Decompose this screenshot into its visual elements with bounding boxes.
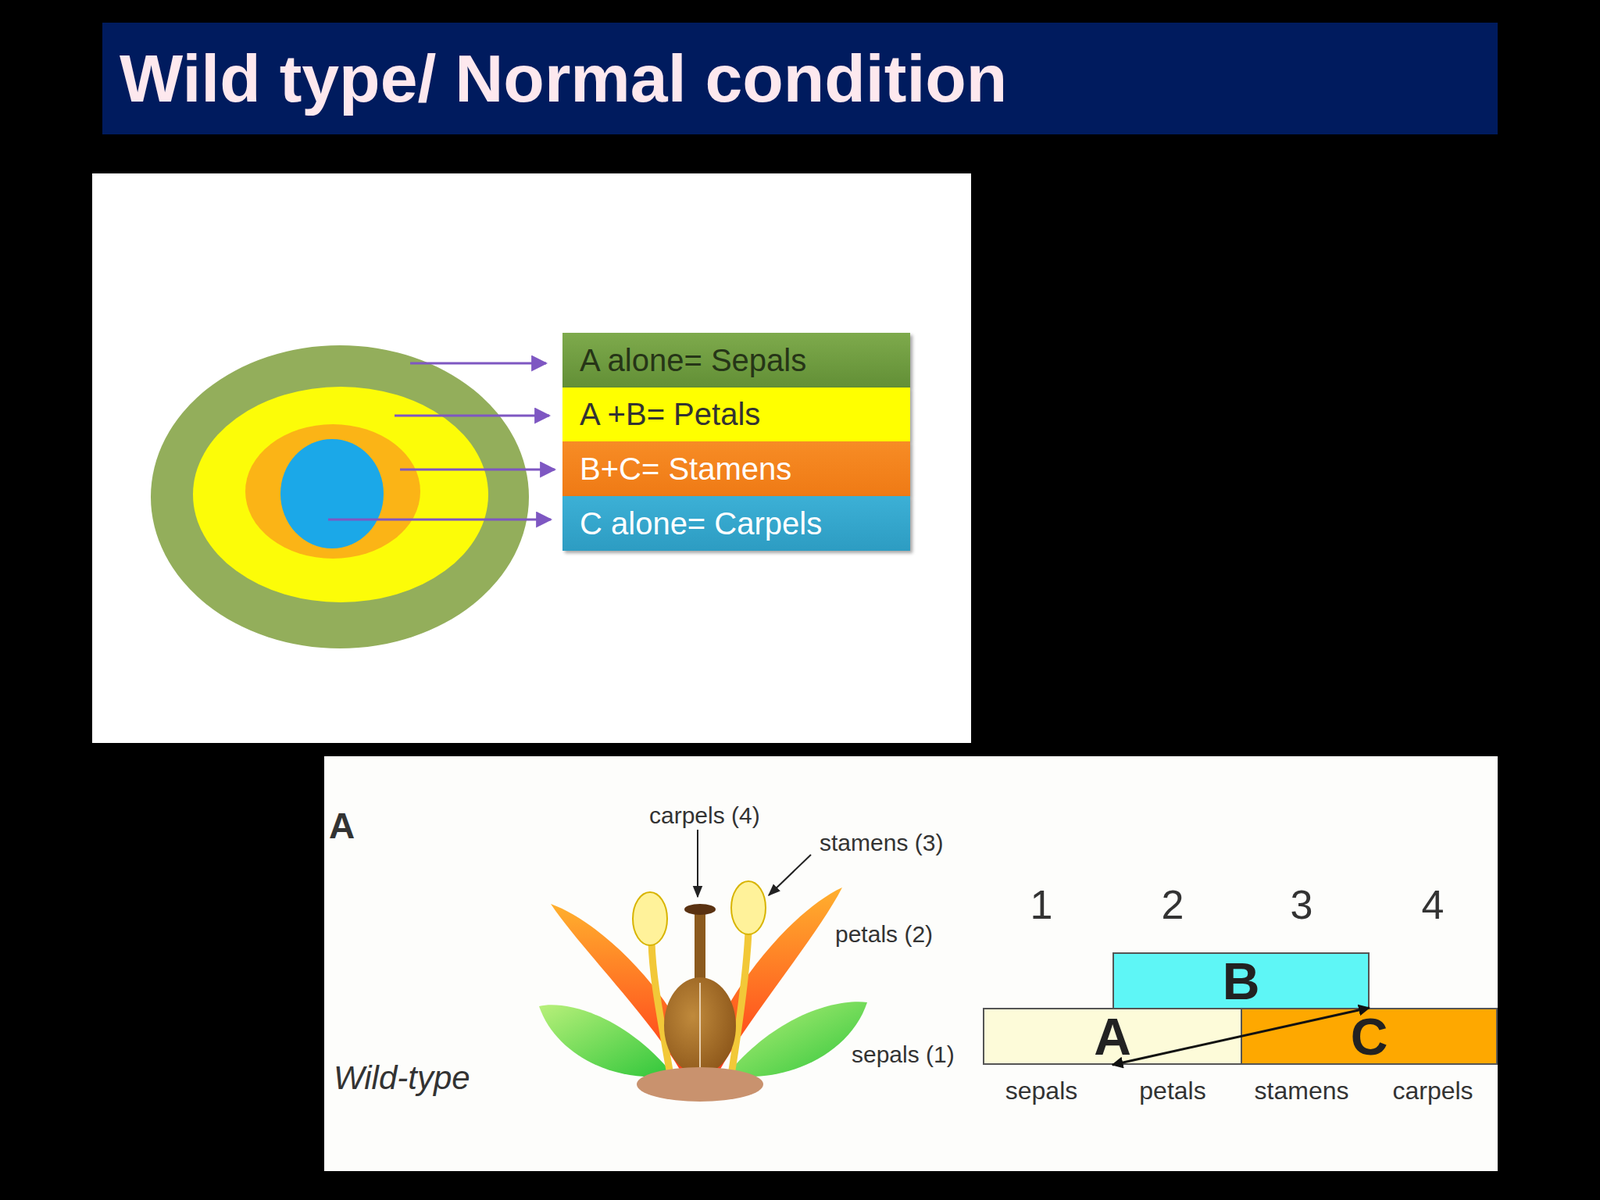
slide-title: Wild type/ Normal condition bbox=[119, 39, 1008, 118]
white-panel bbox=[92, 173, 972, 743]
organ-label: sepals bbox=[1005, 1076, 1079, 1106]
genotype-label: Wild-type bbox=[333, 1059, 471, 1097]
organ-label: petals bbox=[1139, 1076, 1206, 1106]
petal-band: A +B= Petals bbox=[562, 387, 911, 442]
part-label: stamens (3) bbox=[819, 829, 943, 857]
a-function-box: A bbox=[982, 1007, 1243, 1065]
leader-arrow bbox=[410, 362, 547, 365]
white-panel bbox=[324, 756, 1498, 1172]
leader-arrow bbox=[400, 468, 555, 472]
node-text: A +B= Petals bbox=[579, 396, 761, 433]
filament bbox=[731, 931, 749, 1075]
sepal-whorl bbox=[150, 345, 529, 649]
node-text: A alone= Sepals bbox=[579, 342, 807, 379]
stigma bbox=[684, 903, 716, 915]
anther bbox=[731, 881, 766, 935]
c-function-box: C bbox=[1240, 1007, 1498, 1065]
part-label: petals (2) bbox=[835, 921, 933, 948]
title-bar: Wild type/ Normal condition bbox=[102, 22, 1498, 135]
sepal-band: A alone= Sepals bbox=[562, 332, 911, 388]
part-label: carpels (4) bbox=[649, 802, 761, 829]
stamen-band: B+C= Stamens bbox=[562, 441, 911, 497]
node-text: B bbox=[1222, 951, 1261, 1011]
leader-arrow bbox=[768, 854, 811, 896]
panel-letter: A bbox=[328, 804, 355, 847]
organ-label: stamens bbox=[1254, 1076, 1350, 1106]
ovary bbox=[664, 977, 736, 1075]
style bbox=[694, 912, 706, 988]
carpel-whorl bbox=[280, 439, 384, 549]
whorl-number: 2 bbox=[1161, 881, 1185, 929]
whorl-number: 3 bbox=[1290, 881, 1314, 929]
leader-arrow bbox=[328, 518, 551, 522]
carpel-band: C alone= Carpels bbox=[562, 496, 911, 551]
receptacle bbox=[636, 1067, 764, 1102]
b-function-box: B bbox=[1112, 952, 1370, 1010]
antagonism-arrow bbox=[1112, 1007, 1370, 1065]
node-text: C alone= Carpels bbox=[579, 506, 822, 542]
whorl-number: 1 bbox=[1030, 881, 1054, 929]
node-text: C bbox=[1350, 1007, 1389, 1067]
node-text: B+C= Stamens bbox=[579, 451, 792, 487]
leader-arrow bbox=[394, 414, 550, 418]
ovary-line bbox=[699, 982, 701, 1072]
node-text: A bbox=[1093, 1007, 1132, 1067]
petal-whorl bbox=[192, 386, 489, 603]
anther bbox=[632, 892, 668, 946]
leader-arrow bbox=[696, 829, 699, 897]
whorl-number: 4 bbox=[1421, 881, 1445, 929]
part-label: sepals (1) bbox=[851, 1041, 955, 1068]
organ-label: carpels bbox=[1392, 1076, 1473, 1106]
stamen-whorl bbox=[245, 424, 421, 559]
